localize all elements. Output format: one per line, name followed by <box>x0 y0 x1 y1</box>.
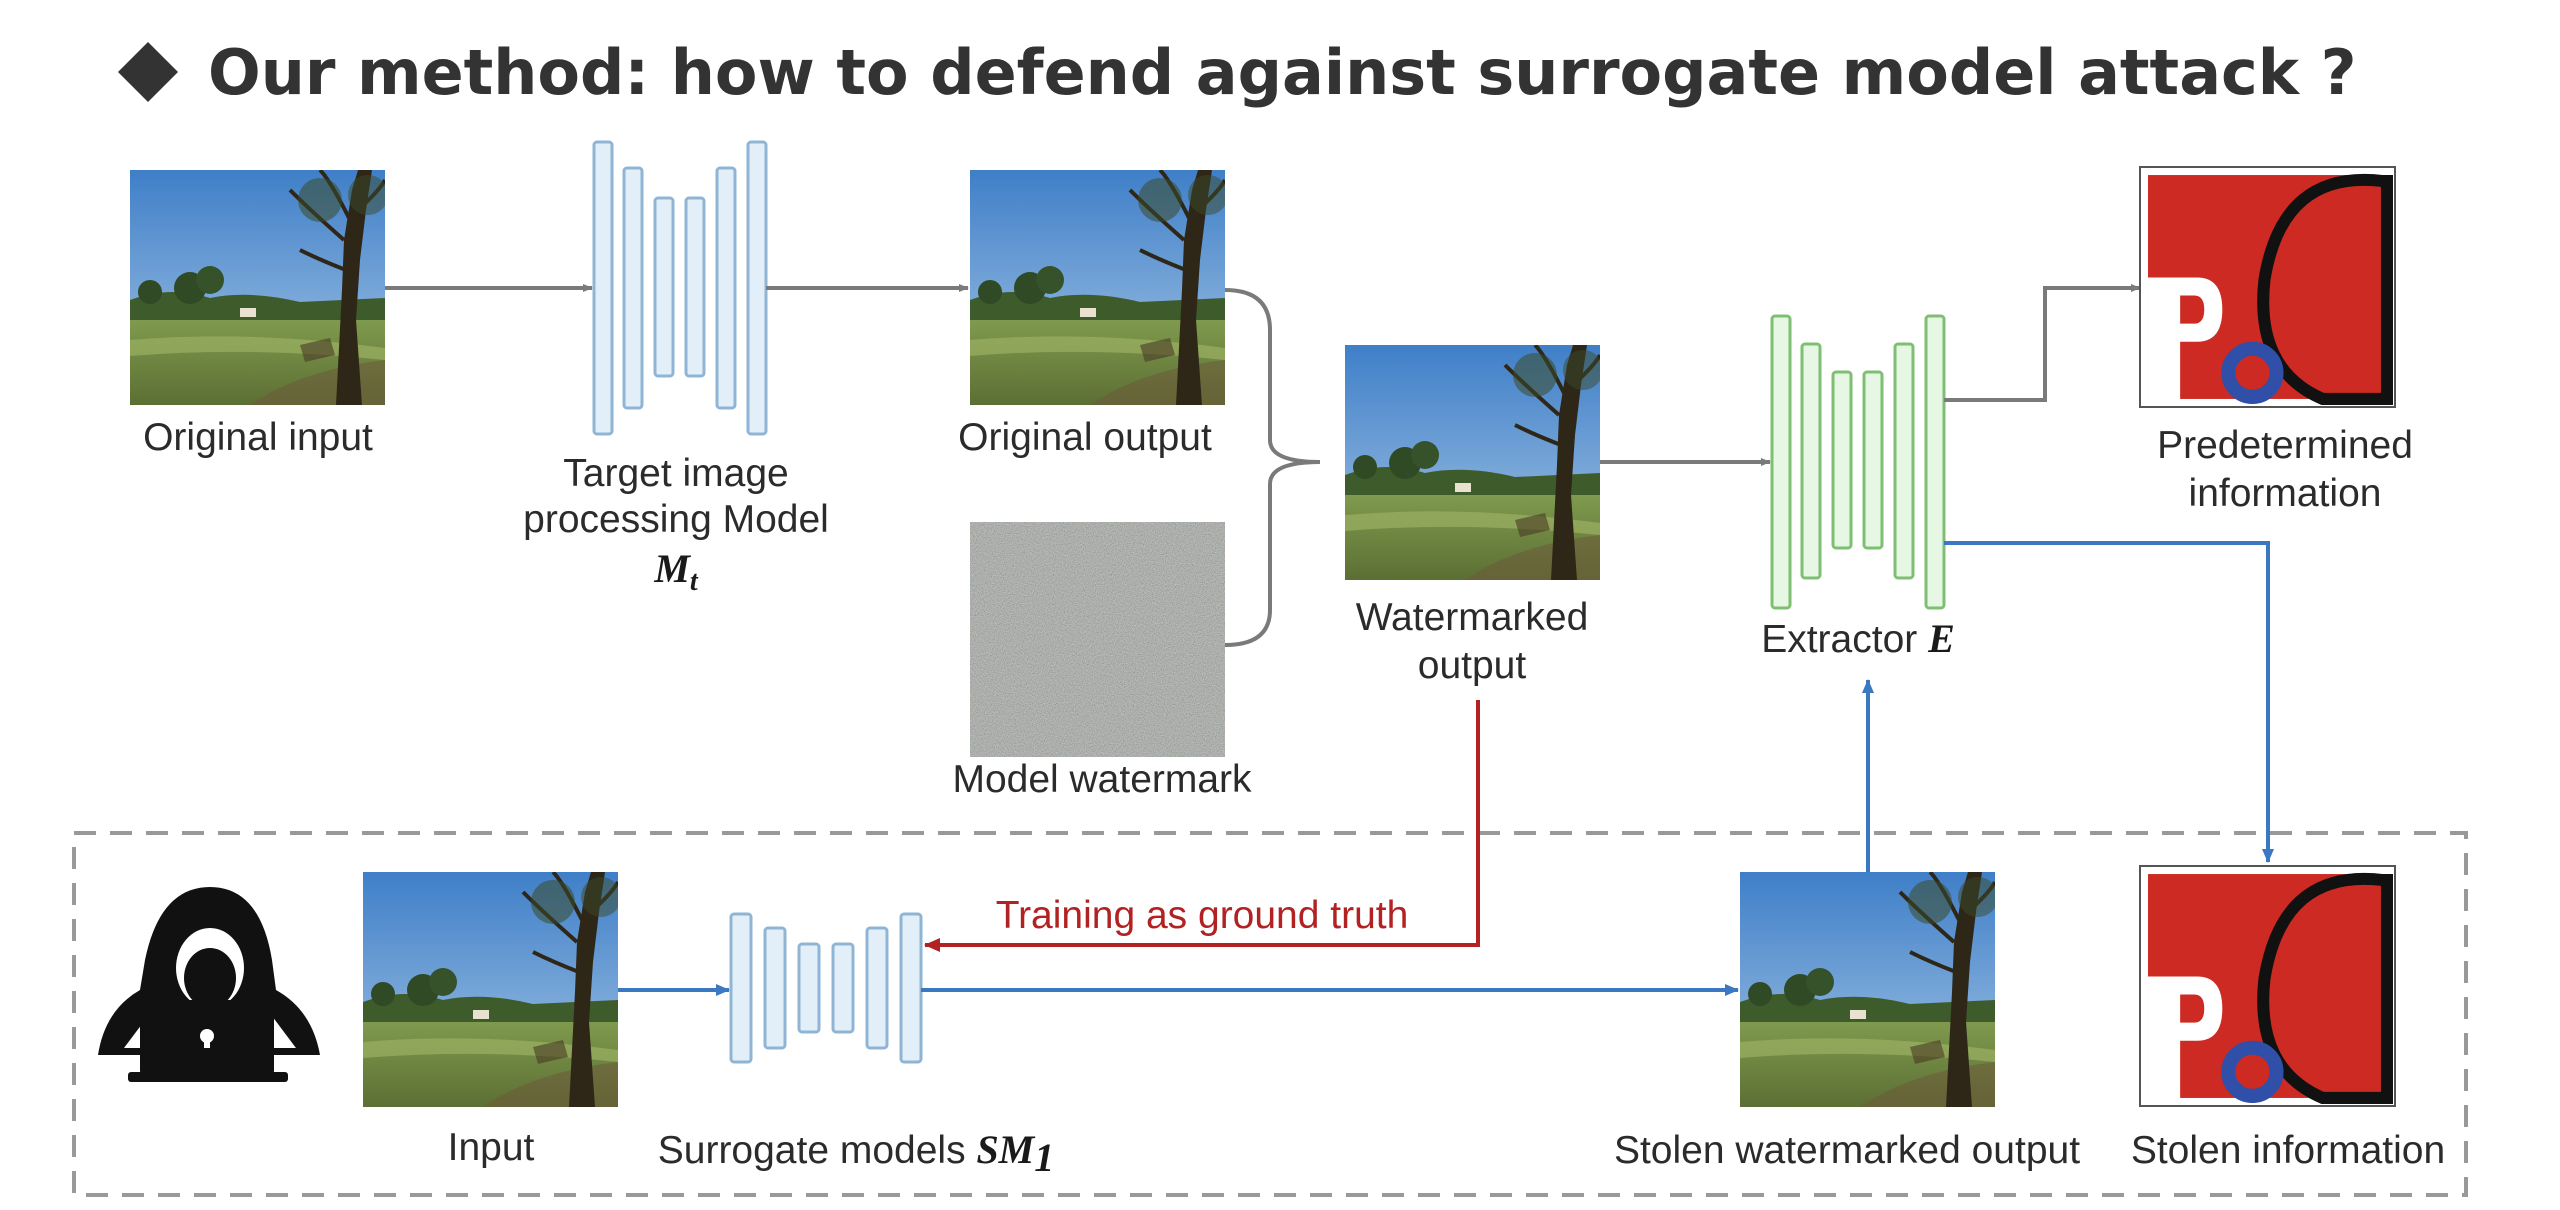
stolen-info-label: Stolen information <box>2131 1129 2445 1172</box>
input-image <box>363 872 618 1107</box>
extractor-blocks <box>1770 314 1946 610</box>
extractor-label: Extractor E <box>1761 616 1955 661</box>
original-output-image <box>970 170 1225 405</box>
original-input-label: Original input <box>143 416 373 459</box>
ground-truth-label: Training as ground truth <box>996 894 1409 937</box>
surrogate-model-blocks <box>729 912 923 1064</box>
stolen-info-image <box>2142 868 2393 1104</box>
target-model-label-2: processing Model <box>523 498 829 541</box>
hacker-icon <box>98 887 320 1082</box>
model-watermark-image <box>970 522 1225 757</box>
stolen-output-image <box>1740 872 1995 1107</box>
arrow-extractor-to-stolen-info <box>1944 541 2274 863</box>
stolen-output-label: Stolen watermarked output <box>1614 1129 2080 1172</box>
diamond-icon <box>118 42 178 102</box>
surrogate-label: Surrogate models SM1 <box>658 1127 1055 1180</box>
attack-region <box>72 831 2468 1197</box>
watermarked-output-label-2: output <box>1418 644 1527 687</box>
arrow-extractor-to-info <box>1944 284 2141 402</box>
slide-title: Our method: how to defend against surrog… <box>208 36 2357 109</box>
predetermined-info-label-1: Predetermined <box>2157 424 2413 467</box>
merge-brace <box>1224 288 1321 647</box>
watermarked-output-label-1: Watermarked <box>1356 596 1589 639</box>
original-input-image <box>130 170 385 405</box>
target-model-blocks <box>592 140 768 436</box>
target-model-label-1: Target image <box>563 452 788 495</box>
watermarked-output-image <box>1345 345 1600 580</box>
original-output-label: Original output <box>958 416 1212 459</box>
input-label: Input <box>448 1126 535 1169</box>
model-watermark-label: Model watermark <box>952 758 1252 801</box>
predetermined-info-label-2: information <box>2189 472 2382 515</box>
arrow-ground-truth <box>924 700 1480 952</box>
predetermined-info-image <box>2142 169 2393 405</box>
target-model-symbol: Mt <box>653 546 699 597</box>
